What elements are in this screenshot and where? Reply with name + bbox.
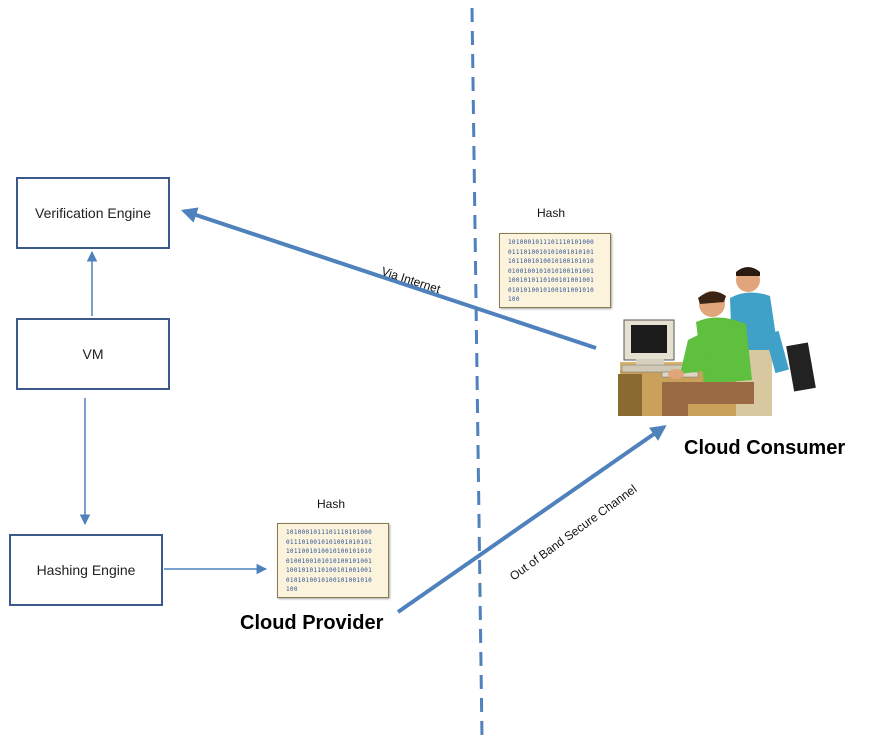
hash-line: 0111010010101001010101 <box>286 538 373 546</box>
provider-consumer-divider <box>470 7 484 739</box>
hash-line: 1011001010010100101010 <box>286 548 373 555</box>
hash-line: 0100100101010100101001 <box>508 267 595 275</box>
via-internet-arrow <box>180 207 597 350</box>
hash-line: 0111010010101001010101 <box>508 248 595 256</box>
vm-box: VM <box>16 318 170 390</box>
hash-line: 0101010010100101001010 <box>286 576 373 584</box>
hashing-engine-label: Hashing Engine <box>36 562 136 578</box>
hash-line: 0101010010100101001010 <box>508 286 595 294</box>
cloud-consumer-label: Cloud Consumer <box>684 437 846 459</box>
out-of-band-arrow <box>396 425 667 614</box>
hash-label-top: Hash <box>537 206 566 220</box>
hash-line: 0100100101010100101001 <box>286 557 373 565</box>
hash-line: 100 <box>286 586 298 593</box>
hash-document-icon: 1010001011101110101000 01110100101010010… <box>499 233 611 308</box>
hash-line: 1001010110100101001001 <box>286 567 373 574</box>
verification-engine-label: Verification Engine <box>35 205 151 221</box>
hashing-engine-box: Hashing Engine <box>9 534 163 606</box>
cloud-provider-label: Cloud Provider <box>240 612 384 634</box>
hash-line: 1001010110100101001001 <box>508 277 595 284</box>
hash-line: 1011001010010100101010 <box>508 258 595 265</box>
cloud-consumer-clipart <box>618 267 816 416</box>
vm-label: VM <box>82 346 104 362</box>
verification-engine-box: Verification Engine <box>16 177 170 249</box>
hash-line: 100 <box>508 296 520 303</box>
hash-document-icon: 1010001011101110101000 01110100101010010… <box>277 523 389 598</box>
hash-label-bottom: Hash <box>317 497 346 511</box>
hash-line: 1010001011101110101000 <box>508 239 595 246</box>
hash-line: 1010001011101110101000 <box>286 529 373 536</box>
